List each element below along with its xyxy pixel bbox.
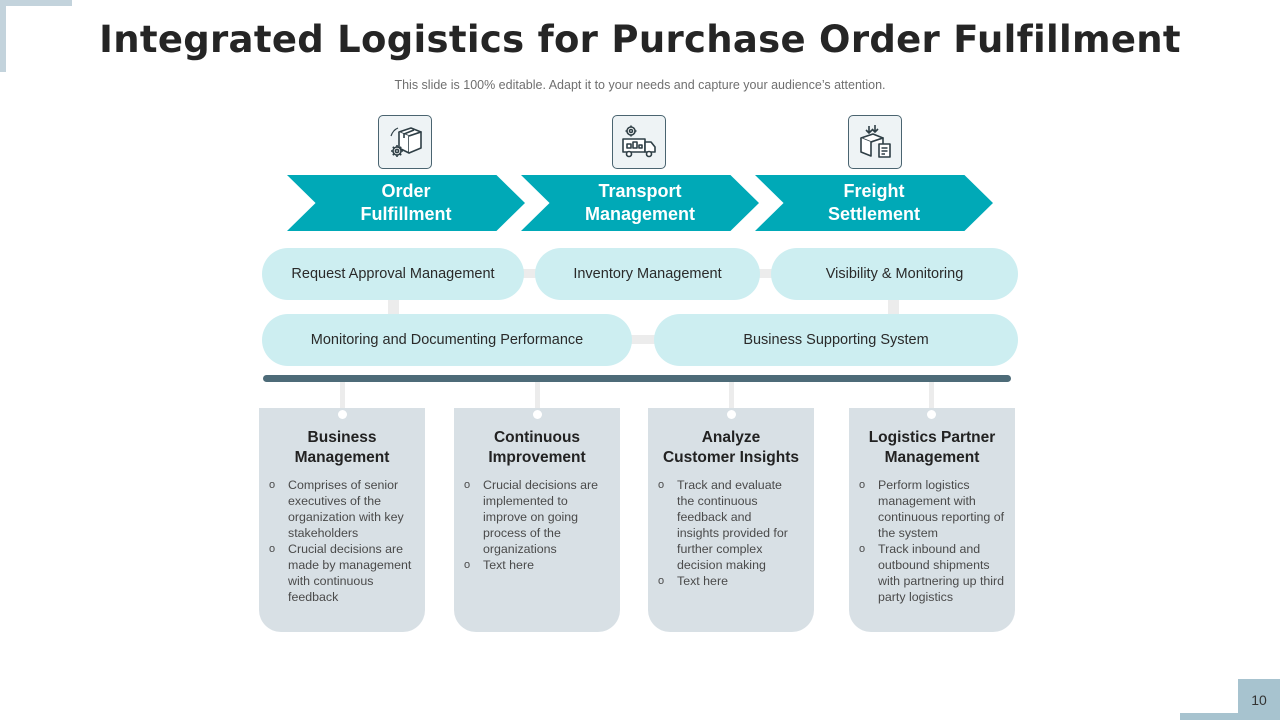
connector-stem	[535, 382, 540, 412]
connector-stem	[340, 382, 345, 412]
stage-freight-settlement: Freight Settlement	[755, 175, 993, 231]
card-bullet: Perform logistics management with contin…	[857, 477, 1007, 541]
card-bullet: Track and evaluate the continuous feedba…	[656, 477, 806, 573]
corner-decoration	[0, 0, 72, 72]
card-continuous-improvement: Continuous Improvement Crucial decisions…	[454, 408, 620, 632]
card-bullet: Track inbound and outbound shipments wit…	[857, 541, 1007, 605]
stage-label: Order Fulfillment	[360, 181, 452, 224]
connector-dot	[727, 410, 736, 419]
slide-subtitle: This slide is 100% editable. Adapt it to…	[394, 78, 886, 92]
stage-order-fulfillment: Order Fulfillment	[287, 175, 525, 231]
truck-gear-icon	[612, 115, 666, 169]
connector-dot	[338, 410, 347, 419]
stage-label: Transport Management	[584, 181, 696, 224]
connector	[618, 335, 670, 344]
package-invoice-icon	[848, 115, 902, 169]
divider-bar	[263, 375, 1011, 382]
connector	[388, 291, 399, 329]
connector	[746, 269, 786, 278]
package-gear-icon	[378, 115, 432, 169]
card-analyze-customer-insights: Analyze Customer Insights Track and eval…	[648, 408, 814, 632]
process-inventory-management: Inventory Management	[535, 248, 760, 300]
connector-dot	[533, 410, 542, 419]
process-request-approval: Request Approval Management	[262, 248, 524, 300]
card-bullet: Text here	[462, 557, 612, 573]
connector-stem	[929, 382, 934, 412]
connector	[888, 291, 899, 329]
card-title: Logistics Partner Management	[868, 429, 996, 466]
connector-dot	[927, 410, 936, 419]
card-bullet: Comprises of senior executives of the or…	[267, 477, 417, 541]
connector-stem	[729, 382, 734, 412]
process-visibility-monitoring: Visibility & Monitoring	[771, 248, 1018, 300]
card-bullet: Crucial decisions are implemented to imp…	[462, 477, 612, 557]
card-business-management: Business Management Comprises of senior …	[259, 408, 425, 632]
card-logistics-partner-management: Logistics Partner Management Perform log…	[849, 408, 1015, 632]
stage-label: Freight Settlement	[827, 181, 921, 224]
process-monitoring-documenting: Monitoring and Documenting Performance	[262, 314, 632, 366]
card-bullet: Text here	[656, 573, 806, 589]
page-strip	[1180, 713, 1240, 720]
card-title: Business Management	[294, 429, 390, 466]
process-business-supporting: Business Supporting System	[654, 314, 1018, 366]
stage-transport-management: Transport Management	[521, 175, 759, 231]
connector	[514, 269, 554, 278]
card-bullet: Crucial decisions are made by management…	[267, 541, 417, 605]
card-title: Analyze Customer Insights	[662, 429, 800, 466]
slide-title: Integrated Logistics for Purchase Order …	[99, 18, 1181, 61]
page-number: 10	[1238, 679, 1280, 720]
card-title: Continuous Improvement	[488, 429, 586, 466]
